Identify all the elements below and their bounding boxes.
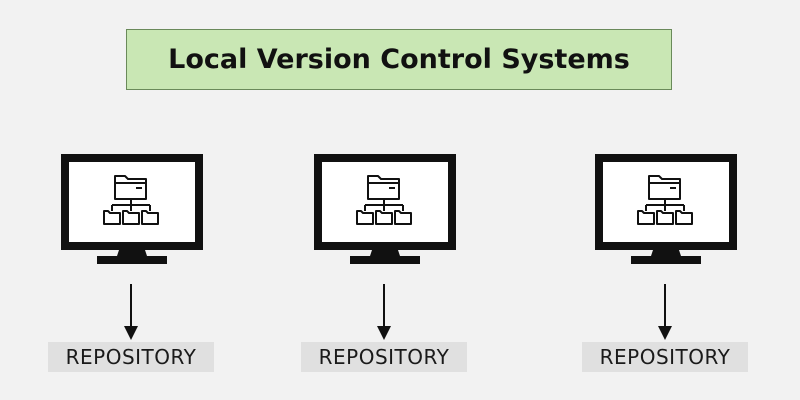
folder-tree-icon (103, 175, 159, 225)
repository-label: REPOSITORY (301, 342, 467, 372)
repository-label: REPOSITORY (582, 342, 748, 372)
arrow-down-icon (124, 284, 138, 340)
arrow-down-icon (377, 284, 391, 340)
diagram-title: Local Version Control Systems (168, 44, 630, 75)
computer-node-2: REPOSITORY (294, 150, 474, 385)
monitor-icon (61, 154, 203, 264)
computer-graphic (595, 154, 737, 340)
title-box: Local Version Control Systems (126, 29, 672, 90)
computer-node-1: REPOSITORY (41, 150, 221, 385)
repository-label: REPOSITORY (48, 342, 214, 372)
folder-tree-icon (637, 175, 693, 225)
folder-tree-icon (356, 175, 412, 225)
computer-graphic (61, 154, 203, 340)
monitor-icon (314, 154, 456, 264)
computer-node-3: REPOSITORY (575, 150, 755, 385)
arrow-down-icon (658, 284, 672, 340)
computer-graphic (314, 154, 456, 340)
